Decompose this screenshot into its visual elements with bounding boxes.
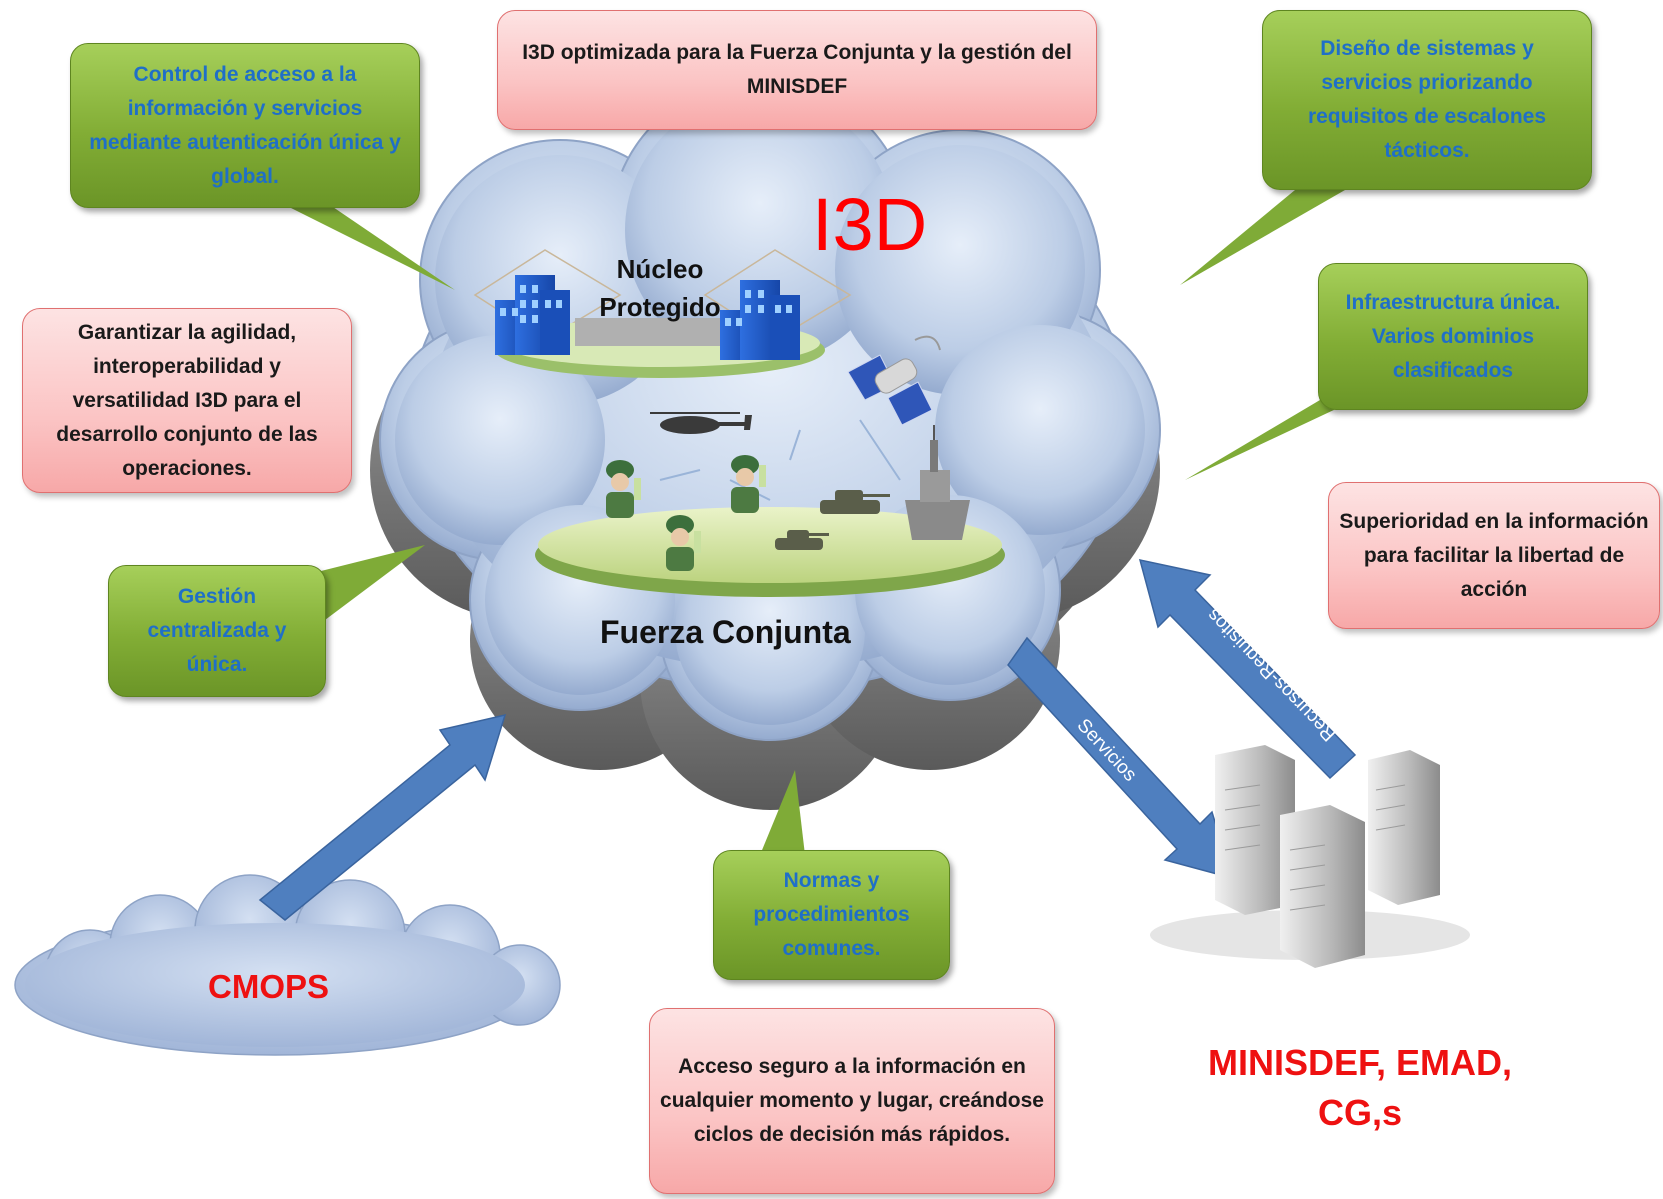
arrow-command-control: [258, 713, 507, 921]
force-label: Fuerza Conjunta: [600, 614, 851, 650]
core-label: Núcleo Protegido: [599, 254, 721, 322]
callout-secure-access: Acceso seguro a la información en cualqu…: [649, 1008, 1055, 1194]
pointer-norms: [760, 770, 805, 855]
radio-links: [659, 419, 901, 501]
joint-force-platform: [535, 507, 1005, 597]
ministry-label: MINISDEF, EMAD, CG,s: [1207, 1042, 1512, 1133]
callout-access-control: Control de acceso a la información y ser…: [70, 43, 420, 208]
ship-icon: [905, 425, 970, 540]
callout-norms: Normas y procedimientos comunes.: [713, 850, 950, 980]
callout-infrastructure: Infraestructura única. Varios dominios c…: [1318, 263, 1588, 410]
helicopter-icon: [650, 412, 752, 434]
arrow-resources: [1138, 559, 1357, 780]
cmops-label: CMOPS: [208, 968, 330, 1005]
building-right-icon: [720, 280, 800, 360]
callout-superiority: Superioridad en la información para faci…: [1328, 482, 1660, 629]
pointer-access-control: [285, 205, 455, 290]
pointer-systems-design: [1180, 190, 1345, 285]
building-left-icon: [495, 275, 570, 355]
satellite-icon: [847, 335, 941, 426]
pointer-infrastructure: [1185, 400, 1355, 480]
callout-agility: Garantizar la agilidad, interoperabilida…: [22, 308, 352, 493]
callout-systems-design: Diseño de sistemas y servicios priorizan…: [1262, 10, 1592, 190]
soldier-icons: [606, 455, 766, 571]
tank-icons: [775, 490, 890, 550]
callout-optimized: I3D optimizada para la Fuerza Conjunta y…: [497, 10, 1097, 130]
diagram-title: I3D: [812, 183, 928, 266]
callout-management: Gestión centralizada y única.: [108, 565, 326, 697]
server-tower-icons: [1150, 745, 1470, 968]
